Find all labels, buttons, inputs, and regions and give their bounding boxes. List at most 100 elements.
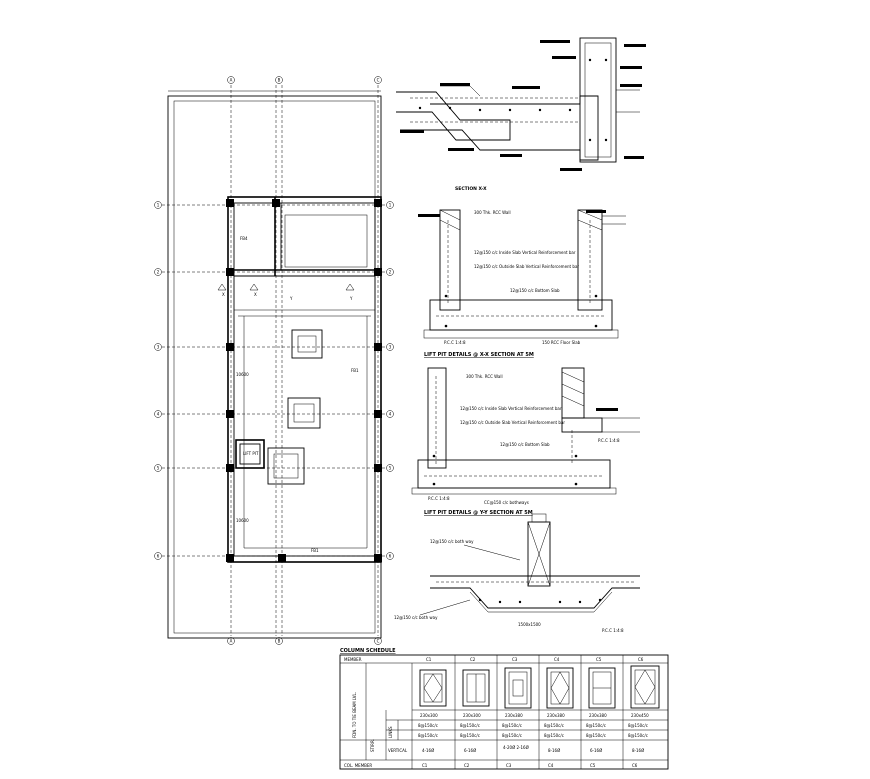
- schedule-col-c6: C6 230x450 8@150c/c 8@150c/c 8-16Ø C6: [628, 657, 660, 768]
- plot-boundary: [167, 95, 382, 639]
- grid-bubbles-top: A B C: [227, 76, 382, 84]
- svg-text:4: 4: [157, 412, 160, 417]
- svg-text:5: 5: [389, 466, 392, 471]
- dimension-label-2: 10600: [236, 518, 249, 523]
- schedule-col-c3: C3 230x380 8@150c/c 8@150c/c 4-20Ø 2-16Ø…: [502, 657, 532, 768]
- section-mark-x2: X: [254, 292, 257, 297]
- footing-f3: [267, 447, 305, 485]
- schedule-col-c1: C1 230x300 8@150c/c 8@150c/c 4-16Ø C1: [418, 657, 447, 768]
- schedule-vertical-label: VERTICAL: [388, 748, 408, 753]
- svg-text:6: 6: [389, 554, 392, 559]
- column-schedule: COLUMN SCHEDULE MEMBER FDN. TO TIE BEAM …: [339, 648, 669, 770]
- beam-label-3: FB4: [240, 236, 248, 241]
- beam-step-detail: [396, 37, 646, 171]
- beam-label-2: FB1: [311, 548, 319, 553]
- lift-pit-section-x: SECTION X-X 300 Thk. RCC Wall 12@150 c/c…: [418, 186, 626, 358]
- lift-pit-section-y: 300 Thk. RCC Wall 12@150 c/c Inside Slab…: [411, 367, 640, 516]
- section-x-note-2: 12@150 c/c Inside Slab Vertical Reinforc…: [474, 250, 576, 255]
- grid-bubbles-bottom: A B C: [227, 637, 382, 645]
- svg-text:C5: C5: [590, 763, 596, 768]
- lift-pit: [235, 439, 265, 469]
- svg-text:A: A: [230, 639, 233, 644]
- svg-text:3: 3: [389, 345, 392, 350]
- footing-f1: [291, 329, 323, 359]
- schedule-header-label: MEMBER: [344, 657, 362, 662]
- svg-text:8@150c/c: 8@150c/c: [460, 723, 480, 728]
- svg-text:230x380: 230x380: [547, 713, 565, 718]
- beam-label-1: FB1: [351, 368, 359, 373]
- schedule-col-c5: C5 230x380 8@150c/c 8@150c/c 6-16Ø C5: [586, 657, 616, 768]
- svg-text:C5: C5: [596, 657, 602, 662]
- svg-text:1: 1: [389, 203, 392, 208]
- schedule-links-label: LINKS: [388, 726, 393, 738]
- svg-text:2: 2: [157, 270, 160, 275]
- svg-text:C6: C6: [638, 657, 644, 662]
- svg-text:C1: C1: [426, 657, 432, 662]
- svg-text:C3: C3: [506, 763, 512, 768]
- svg-text:8@150c/c: 8@150c/c: [586, 723, 606, 728]
- svg-text:8@150c/c: 8@150c/c: [460, 733, 480, 738]
- footing-section: 12@150 c/c both way 12@150 c/c both way …: [394, 513, 640, 633]
- svg-text:8@150c/c: 8@150c/c: [586, 733, 606, 738]
- section-mark-x1: X: [222, 292, 225, 297]
- svg-text:B: B: [278, 639, 281, 644]
- svg-text:C: C: [377, 78, 380, 83]
- svg-text:8@150c/c: 8@150c/c: [502, 723, 522, 728]
- svg-text:C: C: [377, 639, 380, 644]
- section-x-note-1: 300 Thk. RCC Wall: [474, 210, 511, 215]
- svg-text:8@150c/c: 8@150c/c: [502, 733, 522, 738]
- schedule-stirrup-label: STIRR.: [370, 739, 375, 752]
- section-y-note-2: 12@150 c/c Inside Slab Vertical Reinforc…: [460, 406, 562, 411]
- building-outline: [227, 196, 382, 563]
- column-section: [579, 37, 617, 163]
- svg-text:8@150c/c: 8@150c/c: [544, 733, 564, 738]
- schedule-col-c2: C2 230x300 8@150c/c 8@150c/c 6-16Ø C2: [460, 657, 490, 768]
- svg-text:230x300: 230x300: [420, 713, 438, 718]
- svg-text:6: 6: [157, 554, 160, 559]
- footing-note-3: P.C.C 1:4:8: [602, 628, 624, 633]
- section-y-note-6: P.C.C 1:4:8: [428, 496, 450, 501]
- section-x-note-4: 12@150 c/c Bottom Slab: [510, 288, 560, 293]
- footing-f2: [287, 397, 321, 429]
- section-mark-y2: Y: [349, 296, 353, 301]
- section-y-title: LIFT PIT DETAILS @ Y-Y SECTION AT 5M: [424, 510, 533, 516]
- dimension-label-1: 10600: [236, 372, 249, 377]
- column-markers: [226, 199, 382, 562]
- svg-text:4-16Ø: 4-16Ø: [422, 748, 434, 753]
- svg-text:230x450: 230x450: [631, 713, 649, 718]
- svg-text:8@150c/c: 8@150c/c: [628, 723, 648, 728]
- schedule-side-label: FDN. TO TIE BEAM LVL.: [352, 692, 357, 738]
- svg-text:6-16Ø: 6-16Ø: [464, 748, 476, 753]
- svg-text:C2: C2: [470, 657, 476, 662]
- section-mark-y1: Y: [289, 296, 293, 301]
- svg-text:230x300: 230x300: [463, 713, 481, 718]
- section-y-note-1: 300 Thk. RCC Wall: [466, 374, 503, 379]
- svg-text:2: 2: [389, 270, 392, 275]
- svg-text:8@150c/c: 8@150c/c: [418, 733, 438, 738]
- svg-text:C2: C2: [464, 763, 470, 768]
- section-x-title: LIFT PIT DETAILS @ X-X SECTION AT 5M: [424, 352, 534, 358]
- grid-bubbles-side: 1 2 3 4 5 6 1 2 3 4 5 6: [154, 201, 394, 560]
- section-y-note-5: P.C.C 1:4:8: [598, 438, 620, 443]
- section-x-note-3: 12@150 c/c Outside Slab Vertical Reinfor…: [474, 264, 579, 269]
- svg-text:C4: C4: [548, 763, 554, 768]
- svg-text:8@150c/c: 8@150c/c: [544, 723, 564, 728]
- svg-text:C1: C1: [422, 763, 428, 768]
- svg-text:8-16Ø: 8-16Ø: [632, 748, 644, 753]
- svg-text:C3: C3: [512, 657, 518, 662]
- svg-text:5: 5: [157, 466, 160, 471]
- foundation-plan: LIFT PIT 10600 10600 FB1 FB1 FB4 X X Y Y…: [154, 76, 394, 645]
- svg-text:230x380: 230x380: [589, 713, 607, 718]
- section-y-note-4: 12@150 c/c Bottom Slab: [500, 442, 550, 447]
- section-y-note-7: CC@150 c/c bothways: [484, 500, 529, 505]
- svg-text:3: 3: [157, 345, 160, 350]
- svg-text:6-16Ø: 6-16Ø: [590, 748, 602, 753]
- beam-inner-outline: [233, 202, 376, 557]
- svg-text:8-16Ø: 8-16Ø: [548, 748, 560, 753]
- schedule-member-label: COL. MEMBER: [344, 763, 372, 768]
- svg-text:8@150c/c: 8@150c/c: [628, 733, 648, 738]
- section-x-tag: SECTION X-X: [455, 186, 487, 192]
- schedule-col-c4: C4 230x380 8@150c/c 8@150c/c 8-16Ø C4: [544, 657, 574, 768]
- svg-text:C6: C6: [632, 763, 638, 768]
